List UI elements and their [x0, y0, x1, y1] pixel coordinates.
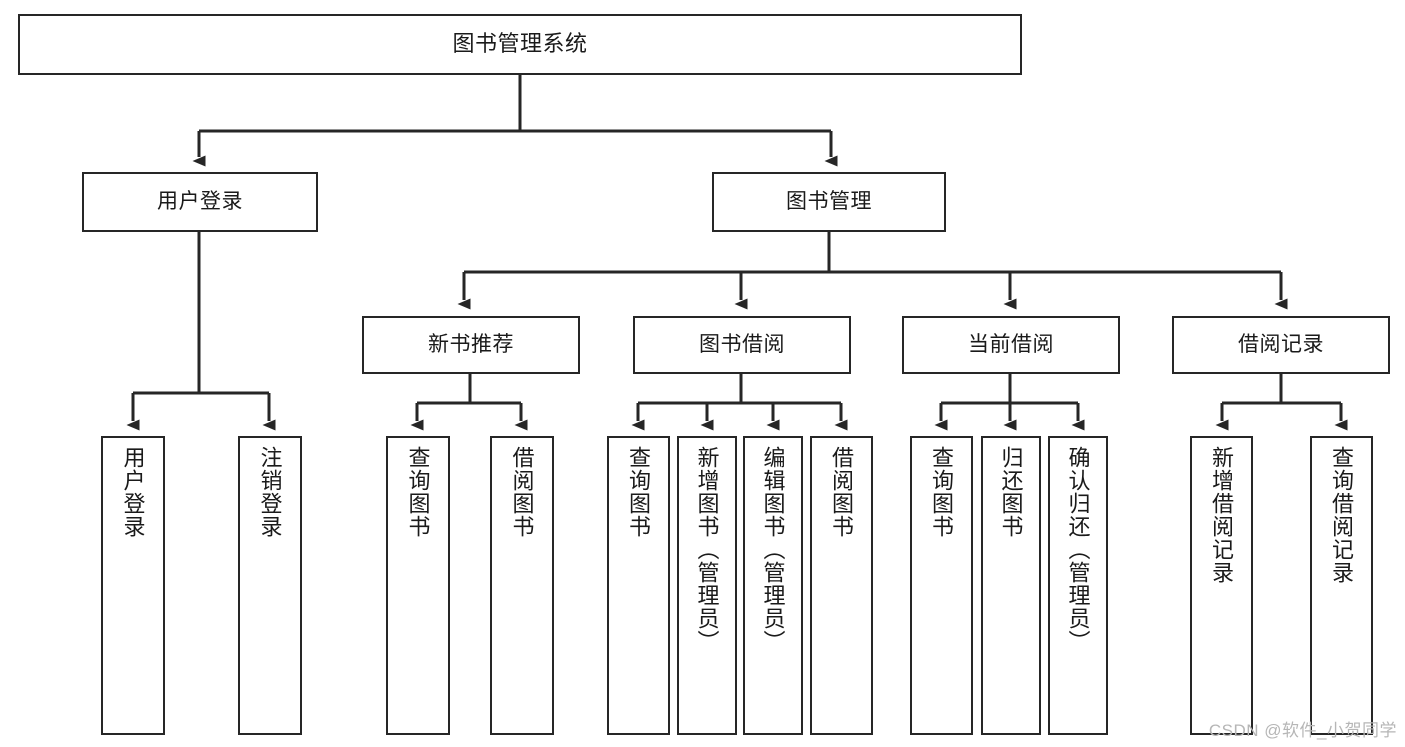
node-new-book-recommend[interactable]: 新书推荐 [362, 316, 580, 374]
node-label: 查询图书 [929, 446, 955, 538]
node-label: 查询借阅记录 [1329, 446, 1355, 584]
node-user-login[interactable]: 用户登录 [82, 172, 318, 232]
node-label: 用户登录 [157, 190, 243, 214]
watermark-text: CSDN @软件_小贺同学 [1208, 721, 1397, 740]
node-label: 用户登录 [120, 446, 146, 538]
node-book-borrow[interactable]: 图书借阅 [633, 316, 851, 374]
leaf-return-book[interactable]: 归还图书 [981, 436, 1041, 735]
node-label: 归还图书 [998, 446, 1024, 538]
leaf-query-book-borrow[interactable]: 查询图书 [607, 436, 670, 735]
node-label: 查询图书 [405, 446, 431, 538]
node-label: 编辑图书（管理员） [760, 446, 786, 653]
leaf-query-book-recommend[interactable]: 查询图书 [386, 436, 450, 735]
node-root-book-management-system[interactable]: 图书管理系统 [18, 14, 1022, 75]
node-label: 确认归还（管理员） [1065, 446, 1091, 653]
leaf-add-book-admin[interactable]: 新增图书（管理员） [677, 436, 737, 735]
node-label: 查询图书 [626, 446, 652, 538]
node-borrow-record[interactable]: 借阅记录 [1172, 316, 1390, 374]
node-label: 借阅记录 [1238, 333, 1324, 357]
node-label: 图书管理系统 [452, 31, 588, 57]
node-label: 新增图书（管理员） [694, 446, 720, 653]
node-label: 注销登录 [257, 446, 283, 538]
node-label: 新增借阅记录 [1209, 446, 1235, 584]
node-label: 图书管理 [786, 190, 872, 214]
leaf-confirm-return-admin[interactable]: 确认归还（管理员） [1048, 436, 1108, 735]
node-book-manage[interactable]: 图书管理 [712, 172, 946, 232]
node-current-borrow[interactable]: 当前借阅 [902, 316, 1120, 374]
leaf-query-book-current[interactable]: 查询图书 [910, 436, 973, 735]
leaf-borrow-book-recommend[interactable]: 借阅图书 [490, 436, 554, 735]
leaf-user-login[interactable]: 用户登录 [101, 436, 165, 735]
node-label: 借阅图书 [829, 446, 855, 538]
leaf-borrow-book-borrow[interactable]: 借阅图书 [810, 436, 873, 735]
node-label: 借阅图书 [509, 446, 535, 538]
node-label: 新书推荐 [428, 333, 514, 357]
leaf-add-borrow-record[interactable]: 新增借阅记录 [1190, 436, 1253, 735]
leaf-query-borrow-record[interactable]: 查询借阅记录 [1310, 436, 1373, 735]
leaf-edit-book-admin[interactable]: 编辑图书（管理员） [743, 436, 803, 735]
leaf-user-logout[interactable]: 注销登录 [238, 436, 302, 735]
node-label: 当前借阅 [968, 333, 1054, 357]
node-label: 图书借阅 [699, 333, 785, 357]
